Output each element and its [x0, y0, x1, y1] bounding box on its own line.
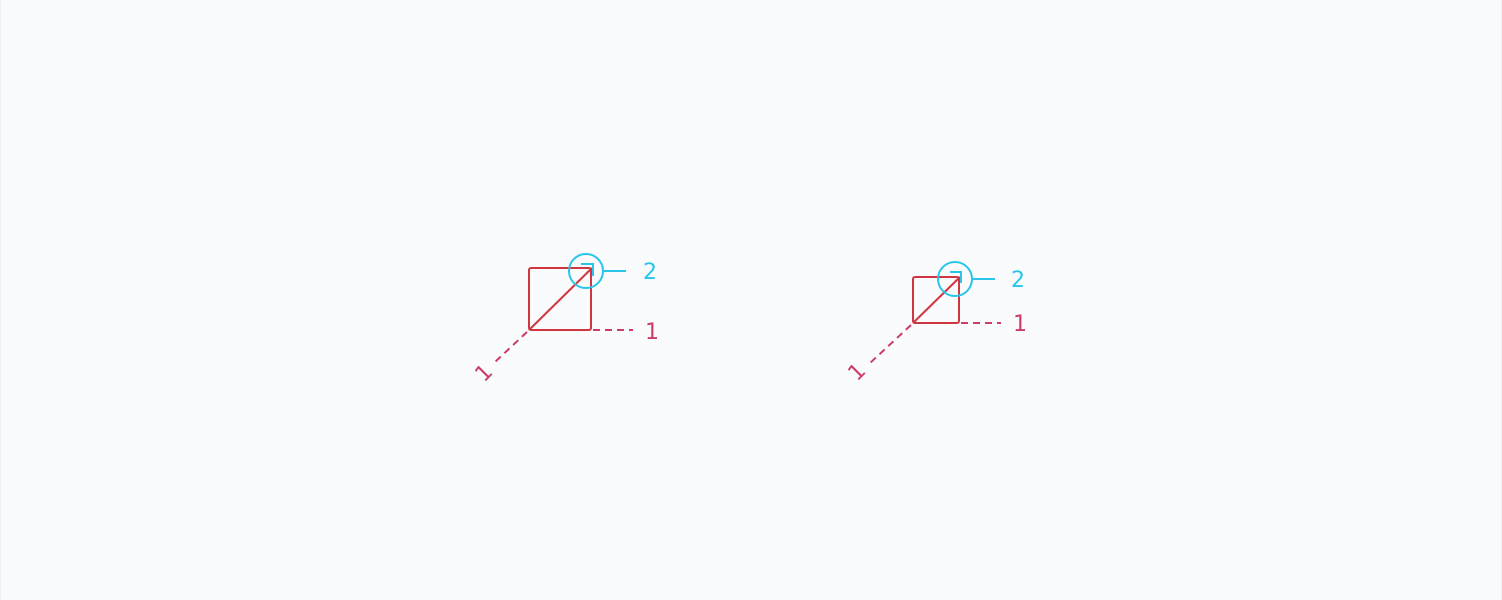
left-diagonal-dimension-label: 1	[471, 360, 499, 388]
left-icon-corner-arrow	[581, 263, 594, 276]
right-corner-callout-circle	[937, 261, 973, 297]
left-corner-callout-circle	[568, 253, 604, 289]
right-icon-group: 2 1 1	[844, 261, 1027, 387]
left-horizontal-dimension-label: 1	[645, 320, 659, 345]
right-icon-corner-arrow	[950, 271, 962, 283]
left-diagonal-dimension-line	[494, 331, 528, 363]
right-corner-callout-label: 2	[1011, 268, 1025, 293]
left-icon-diagonal	[528, 267, 593, 331]
right-diagonal-dimension-line	[868, 324, 912, 365]
right-icon-square	[912, 276, 960, 324]
right-icon-diagonal	[912, 276, 961, 324]
right-horizontal-dimension-label: 1	[1013, 312, 1027, 337]
left-icon-group: 2 1 1	[471, 253, 659, 388]
left-icon-square	[528, 267, 592, 331]
right-diagonal-dimension-label: 1	[844, 359, 872, 387]
left-corner-callout-label: 2	[643, 260, 657, 285]
